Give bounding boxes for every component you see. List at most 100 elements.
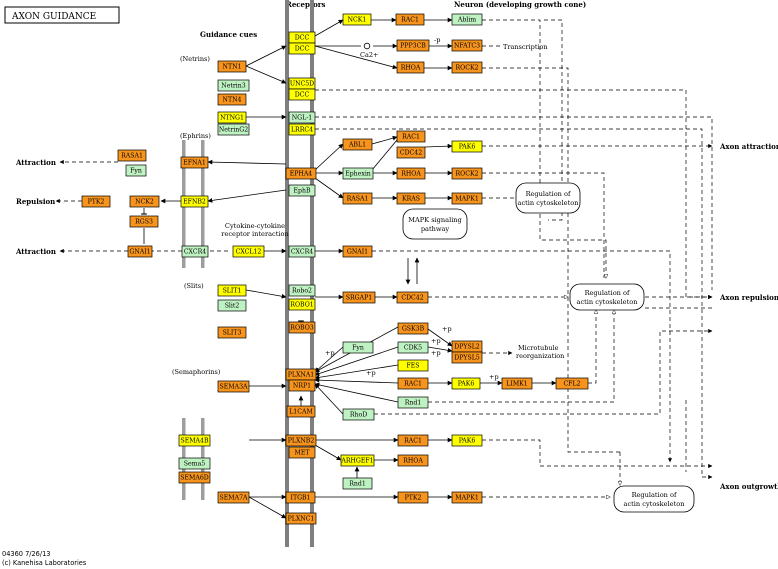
gene-node-box[interactable] <box>129 215 159 228</box>
gene-node-gnai1_r[interactable]: GNAI1 <box>342 245 373 258</box>
gene-node-box[interactable] <box>451 491 483 504</box>
gene-node-box[interactable] <box>117 149 147 162</box>
gene-node-box[interactable] <box>217 93 247 106</box>
gene-node-box[interactable] <box>395 13 425 26</box>
gene-node-box[interactable] <box>285 434 317 447</box>
gene-node-fyn_r[interactable]: Fyn <box>342 341 374 354</box>
gene-node-box[interactable] <box>180 195 209 208</box>
gene-node-box[interactable] <box>288 284 316 297</box>
gene-node-box[interactable] <box>217 60 247 73</box>
gene-node-netrin3[interactable]: Netrin3 <box>217 79 250 92</box>
gene-node-sema5[interactable]: Sema5 <box>178 457 211 470</box>
gene-node-mapk1_b[interactable]: MAPK1 <box>451 491 483 504</box>
gene-node-rnd1_a[interactable]: Rnd1 <box>397 396 429 409</box>
gene-node-cxcr4_r[interactable]: CXCR4 <box>288 245 316 258</box>
gene-node-box[interactable] <box>451 192 483 205</box>
gene-node-ephexin[interactable]: Ephexin <box>342 167 374 180</box>
gene-node-rasa1_l[interactable]: RASA1 <box>117 149 147 162</box>
gene-node-box[interactable] <box>217 111 247 124</box>
gene-node-box[interactable] <box>342 167 374 180</box>
gene-node-efnb2[interactable]: EFNB2 <box>180 195 209 208</box>
gene-node-box[interactable] <box>288 379 316 392</box>
gene-node-rnd1_b[interactable]: Rnd1 <box>342 477 373 490</box>
gene-node-mapk1_a[interactable]: MAPK1 <box>451 192 483 205</box>
gene-node-box[interactable] <box>451 167 483 180</box>
gene-node-cdc42_b[interactable]: CDC42 <box>396 291 429 304</box>
gene-node-box[interactable] <box>288 298 316 311</box>
gene-node-ntn4[interactable]: NTN4 <box>217 93 247 106</box>
gene-node-box[interactable] <box>342 192 373 205</box>
gene-node-ptk2_l[interactable]: PTK2 <box>81 195 111 208</box>
gene-node-box[interactable] <box>285 167 317 180</box>
gene-node-rasa1_r[interactable]: RASA1 <box>342 192 373 205</box>
gene-node-ephb[interactable]: EphB <box>288 184 316 197</box>
gene-node-nck2[interactable]: NCK2 <box>129 195 160 208</box>
gene-node-box[interactable] <box>396 291 429 304</box>
gene-node-cdk5[interactable]: CDK5 <box>397 341 429 354</box>
gene-node-nrp1[interactable]: NRP1 <box>288 379 316 392</box>
gene-node-box[interactable] <box>451 434 483 447</box>
gene-node-box[interactable] <box>451 377 481 390</box>
actin-cytoskeleton-box-b[interactable] <box>569 283 645 311</box>
gene-node-sema6d[interactable]: SEMA6D <box>178 471 211 484</box>
gene-node-nck1[interactable]: NCK1 <box>342 13 372 26</box>
gene-node-box[interactable] <box>181 245 209 258</box>
gene-node-box[interactable] <box>342 291 376 304</box>
gene-node-box[interactable] <box>178 471 211 484</box>
gene-node-gsk3b[interactable]: GSK3B <box>397 322 429 335</box>
gene-node-box[interactable] <box>396 146 426 159</box>
gene-node-box[interactable] <box>342 245 373 258</box>
gene-node-epha4[interactable]: EPHA4 <box>285 167 317 180</box>
gene-node-pak6_b[interactable]: PAK6 <box>451 377 481 390</box>
gene-node-arhgef[interactable]: ARHGEF1 <box>340 454 375 467</box>
gene-node-box[interactable] <box>451 61 483 74</box>
gene-node-cxcr4_l[interactable]: CXCR4 <box>181 245 209 258</box>
gene-node-box[interactable] <box>340 454 375 467</box>
gene-node-robo2[interactable]: Robo2 <box>288 284 316 297</box>
gene-node-box[interactable] <box>217 123 250 136</box>
gene-node-box[interactable] <box>125 164 147 177</box>
gene-node-box[interactable] <box>342 13 372 26</box>
gene-node-rac1_d[interactable]: RAC1 <box>397 434 429 447</box>
gene-node-rhoa_b[interactable]: RHOA <box>396 167 426 180</box>
gene-node-box[interactable] <box>451 140 483 153</box>
gene-node-slit3[interactable]: SLIT3 <box>217 326 247 339</box>
gene-node-dpysl5[interactable]: DPYSL5 <box>451 351 483 364</box>
gene-node-box[interactable] <box>451 13 483 26</box>
gene-node-kras[interactable]: KRAS <box>396 192 426 205</box>
gene-node-rock2_a[interactable]: ROCK2 <box>451 61 483 74</box>
gene-node-rhoa_a[interactable]: RHOA <box>396 61 425 74</box>
gene-node-box[interactable] <box>286 405 316 418</box>
gene-node-pak6_c[interactable]: PAK6 <box>451 434 483 447</box>
gene-node-abl1[interactable]: ABL1 <box>342 138 373 151</box>
gene-node-box[interactable] <box>180 156 209 169</box>
gene-node-box[interactable] <box>288 446 316 459</box>
gene-node-dcc_a[interactable]: DCC <box>288 31 316 44</box>
gene-node-robo1[interactable]: ROBO1 <box>288 298 316 311</box>
gene-node-box[interactable] <box>288 321 316 334</box>
gene-node-l1cam[interactable]: L1CAM <box>286 405 316 418</box>
gene-node-robo3[interactable]: ROBO3 <box>288 321 316 334</box>
gene-node-fyn_l[interactable]: Fyn <box>125 164 147 177</box>
gene-node-plxnb2[interactable]: PLXNB2 <box>285 434 317 447</box>
gene-node-ntng1[interactable]: NTNG1 <box>217 111 247 124</box>
gene-node-sema3a[interactable]: SEMA3A <box>217 380 250 393</box>
gene-node-cfl2[interactable]: CFL2 <box>555 377 589 390</box>
gene-node-slit1[interactable]: SLIT1 <box>217 284 247 297</box>
gene-node-srgap1[interactable]: SRGAP1 <box>342 291 376 304</box>
gene-node-rac1_b[interactable]: RAC1 <box>396 130 426 143</box>
gene-node-box[interactable] <box>396 192 426 205</box>
gene-node-netring2[interactable]: NetrinG2 <box>217 123 250 136</box>
gene-node-sema4b[interactable]: SEMA4B <box>178 434 211 447</box>
gene-node-box[interactable] <box>397 396 429 409</box>
gene-node-nfatc3[interactable]: NFATC3 <box>451 39 483 52</box>
gene-node-box[interactable] <box>451 351 483 364</box>
gene-node-dcc_b[interactable]: DCC <box>288 42 316 55</box>
gene-node-cdc42_a[interactable]: CDC42 <box>396 146 426 159</box>
gene-node-itgb1[interactable]: ITGB1 <box>285 491 316 504</box>
gene-node-box[interactable] <box>288 245 316 258</box>
gene-node-box[interactable] <box>397 491 429 504</box>
gene-node-box[interactable] <box>396 167 426 180</box>
gene-node-gnai1_l[interactable]: GNAI1 <box>127 245 153 258</box>
gene-node-box[interactable] <box>397 359 429 372</box>
